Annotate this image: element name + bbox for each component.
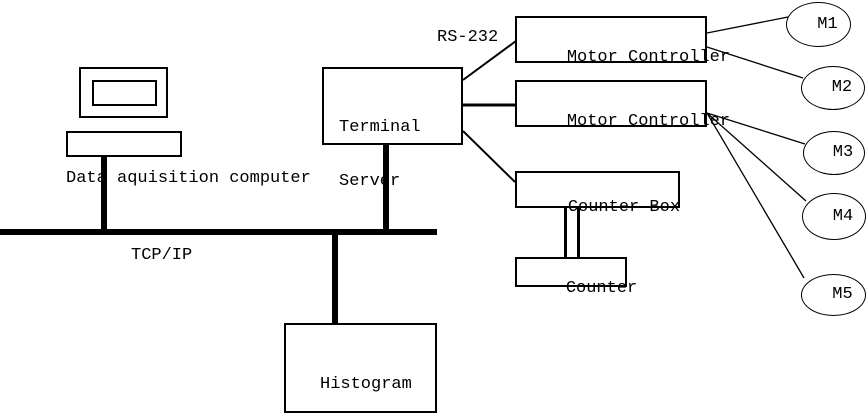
terminal-server-label-line2: Server	[339, 172, 401, 191]
tcp-ip-bus-line	[0, 229, 437, 235]
monitor-icon	[79, 67, 168, 118]
counter-label: Counter	[565, 279, 638, 298]
link-controller-to-m5	[706, 112, 805, 279]
monitor-screen	[92, 80, 157, 106]
motor-controller-bottom-box: Motor Controller	[515, 80, 730, 131]
counter-box-node: Counter Box	[515, 171, 680, 217]
computer-bus-link-line	[101, 155, 107, 231]
link-terminal-to-counter-box	[462, 130, 516, 183]
link-controller-to-m1	[706, 16, 789, 34]
motor-node-m1: M1	[786, 2, 851, 47]
terminal-server-label-line1: Terminal	[339, 118, 421, 137]
histogram-memory-label-line1: Histogram	[320, 375, 412, 394]
keyboard-icon	[66, 131, 182, 157]
histogram-memory-box: Histogram Memory	[284, 323, 437, 413]
motor-controller-bottom-label: Motor Controller	[566, 112, 731, 131]
counter-node: Counter	[515, 257, 637, 298]
terminal-server-box: Terminal Server	[322, 67, 463, 191]
terminal-server-bus-link-line	[383, 143, 389, 231]
motor-m3-label: M3	[832, 143, 854, 162]
motor-node-m3: M3	[803, 131, 865, 175]
motor-controller-top-label: Motor Controller	[566, 48, 731, 67]
histogram-memory-bus-link-line	[332, 233, 338, 325]
motor-node-m4: M4	[802, 193, 866, 240]
serial-label: RS-232	[437, 28, 499, 47]
computer-label: Data aquisition computer	[66, 169, 311, 188]
counter-box-label: Counter Box	[567, 198, 681, 217]
counter-box-counter-link-line-right	[577, 206, 580, 259]
motor-m4-label: M4	[832, 206, 854, 226]
counter-box-counter-link-line-left	[564, 206, 567, 259]
motor-m2-label: M2	[831, 78, 853, 97]
motor-controller-top-box: Motor Controller	[515, 16, 730, 67]
bus-label: TCP/IP	[131, 246, 193, 265]
motor-m5-label: M5	[832, 285, 853, 304]
motor-node-m2: M2	[801, 66, 865, 110]
motor-node-m5: M5	[801, 274, 866, 316]
motor-m1-label: M1	[817, 14, 838, 34]
